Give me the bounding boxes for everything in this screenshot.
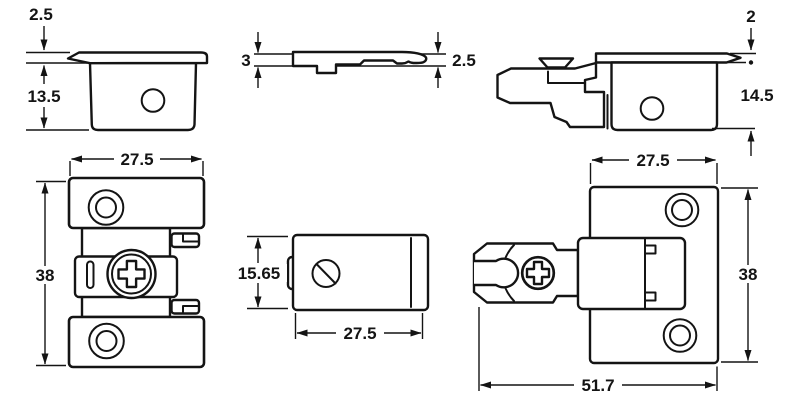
slotted-screw: [311, 259, 341, 288]
screw-hole-bottom-inner: [669, 324, 691, 347]
dim-label-bg: [630, 151, 676, 169]
housing-tab-top: [644, 244, 657, 255]
latch-body-outline: [496, 61, 606, 129]
housing-tab-bottom: [644, 291, 657, 302]
dim-label-overall: 51.7: [576, 376, 620, 395]
dim-label-bg: [114, 150, 160, 168]
fork-pocket: [472, 257, 520, 289]
dim-label-height: 38: [734, 265, 762, 284]
phillips-screw-inner: [111, 253, 152, 295]
dim-text: 13.5: [27, 87, 60, 106]
view-cover-profile: 3 2.5: [238, 32, 482, 88]
side-tab-bottom-step: [182, 305, 200, 315]
view-housing: 15.65 27.5: [231, 233, 430, 343]
dim-text: 38: [36, 266, 55, 285]
dim-text: 27.5: [343, 324, 376, 343]
dim-text: 2.5: [452, 51, 476, 70]
pin-hole: [639, 96, 665, 121]
dim-text: 38: [739, 265, 758, 284]
dim-label-edge: 2.5: [446, 51, 482, 70]
housing-outline: [291, 233, 430, 312]
dim-text: 3: [241, 51, 250, 70]
latch-tooth: [538, 57, 575, 69]
bottom-block: [67, 315, 206, 369]
dim-label-bg: [31, 266, 59, 284]
screw-hole-bottom-outer: [662, 318, 698, 353]
dim-text: 27.5: [636, 151, 669, 170]
side-slot: [86, 260, 95, 289]
view-latch-side: 2 14.5: [496, 7, 780, 156]
dim-label-height: 15.65: [231, 264, 287, 283]
side-tab-top: [170, 232, 201, 249]
dim-text: 51.7: [581, 376, 614, 395]
dim-label-bg: [24, 5, 58, 23]
dim-text: 27.5: [120, 150, 153, 169]
screw-hole-bottom-outer: [88, 322, 125, 360]
view-plate-front: 27.5 38 51.7: [472, 151, 762, 395]
phillips-cross: [525, 260, 551, 286]
dim-label-bg: [337, 324, 383, 342]
dim-label-height: 14.5: [734, 86, 780, 105]
view-catch-front: 27.5 38: [31, 150, 206, 369]
dim-label-width: 27.5: [114, 150, 160, 169]
dim-label-bg: [21, 87, 67, 105]
spring-housing-body: [576, 236, 687, 311]
dim-label-bg: [446, 51, 482, 69]
side-tab-top-step: [182, 233, 200, 243]
dim-label-bg: [576, 376, 620, 394]
screw-hole-top-inner: [671, 199, 693, 221]
cup-flange-outline: [66, 51, 209, 65]
pin-hole: [140, 88, 166, 113]
dim-text: 14.5: [740, 86, 773, 105]
dim-label-bg: [231, 264, 287, 282]
slotted-screw-slot: [315, 263, 337, 285]
dim-text: 2: [746, 7, 755, 26]
screw-hole-top-inner: [95, 196, 117, 219]
dim-label-flange: 2.5: [24, 5, 58, 24]
dim-label-bg: [734, 86, 780, 104]
dim-label-depth: 13.5: [21, 87, 67, 106]
dimension-dot: [748, 60, 754, 65]
dim-label-bg: [734, 265, 762, 283]
screw-hole-top-outer: [664, 192, 700, 228]
dim-label-thickness: 3: [238, 51, 254, 70]
dim-label-bg: [743, 7, 759, 25]
dim-text: 2.5: [29, 5, 53, 24]
dim-label-width: 27.5: [337, 324, 383, 343]
view-cup-side: 2.5 13.5: [21, 5, 209, 132]
dim-text: 15.65: [238, 264, 281, 283]
phillips-cross: [117, 259, 146, 289]
dim-label-bg: [238, 51, 254, 69]
latch-inner-step: [547, 70, 585, 84]
screw-hole-top-outer: [87, 189, 125, 226]
dim-label-flange: 2: [743, 7, 759, 26]
cover-profile-outline: [291, 50, 428, 75]
screw-hole-bottom-inner: [95, 330, 118, 352]
dim-label-height: 38: [31, 266, 59, 285]
latch-cup-outline: [610, 61, 719, 132]
dim-label-width: 27.5: [630, 151, 676, 170]
